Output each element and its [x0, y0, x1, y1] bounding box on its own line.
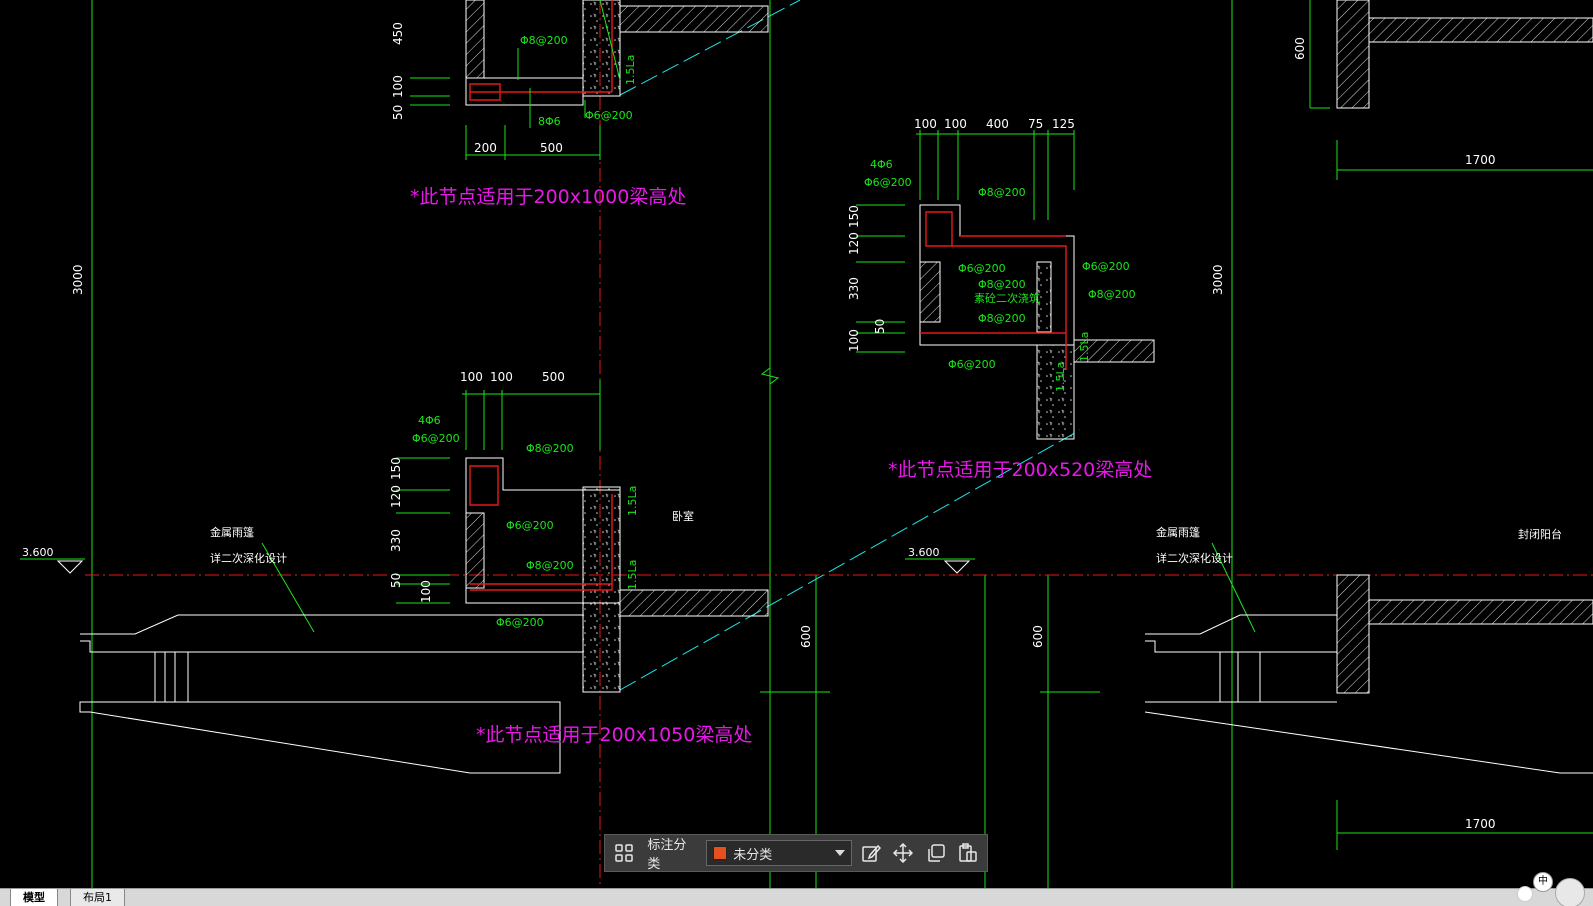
n2-dim-125: 125	[1052, 117, 1075, 131]
n2-dim-150: 150	[847, 205, 861, 228]
n3-dim-100a: 100	[460, 370, 483, 384]
n1-lap: 1.5La	[624, 55, 637, 85]
section-lines	[85, 0, 1593, 888]
elevation-mid: 3.600	[908, 546, 940, 559]
n1-rebar-b: 8Φ6	[538, 115, 561, 128]
chevron-down-icon	[834, 850, 845, 856]
node1-note: *此节点适用于200x1000梁高处	[410, 186, 686, 208]
n3-rebar-c: Φ8@200	[526, 442, 574, 455]
paste-icon[interactable]	[955, 839, 981, 867]
category-label: 标注分类	[647, 838, 687, 872]
n3-dim-100b: 100	[490, 370, 513, 384]
canopy-right-line1: 金属雨篷	[1156, 525, 1200, 539]
dim-600-mid2: 600	[1031, 625, 1045, 648]
n1-dim-450: 450	[391, 22, 405, 45]
concrete-sections	[582, 0, 1593, 694]
n3-rebar-e: Φ8@200	[526, 559, 574, 572]
category-color-swatch	[713, 846, 728, 860]
canopy-left-line2: 详二次深化设计	[210, 551, 287, 565]
n3-rebar-a: 4Φ6	[418, 414, 441, 427]
n2-dim-100c: 100	[847, 329, 861, 352]
break-line-symbol	[760, 367, 780, 385]
canopy-right-line2: 详二次深化设计	[1156, 551, 1233, 565]
edit-icon[interactable]	[858, 839, 884, 867]
elevation-left: 3.600	[22, 546, 54, 559]
n2-dim-400: 400	[986, 117, 1009, 131]
dim-600-mid1: 600	[799, 625, 813, 648]
ime-indicator[interactable]: 中	[1533, 872, 1553, 892]
category-select[interactable]: 未分类	[706, 840, 852, 866]
n2-dim-75: 75	[1028, 117, 1043, 131]
axis-lines	[20, 0, 1593, 888]
n2-lap: 1.5La	[1078, 332, 1091, 362]
n2-lap2: 1.5La	[1054, 362, 1067, 392]
n3-rebar-f: Φ6@200	[496, 616, 544, 629]
n2-rebar-f: 素砼二次浇筑	[974, 291, 1040, 305]
n1-dim-100: 100	[391, 75, 405, 98]
n3-dim-150: 150	[389, 457, 403, 480]
n3-dim-330: 330	[389, 529, 403, 552]
grid-icon[interactable]	[611, 839, 637, 867]
n2-dim-100a: 100	[914, 117, 937, 131]
status-tray: 中	[1513, 872, 1585, 906]
n2-dim-50: 50	[873, 319, 887, 334]
n2-rebar-i: Φ6@200	[1082, 260, 1130, 273]
n3-lap1: 1.5La	[626, 486, 639, 516]
n1-dim-500: 500	[540, 141, 563, 155]
stair-lines	[619, 0, 1081, 691]
n3-dim-500: 500	[542, 370, 565, 384]
closed-balcony-label: 封闭阳台	[1518, 527, 1562, 541]
n2-rebar-a: 4Φ6	[870, 158, 893, 171]
node3-note: *此节点适用于200x1050梁高处	[476, 724, 752, 746]
n3-rebar-b: Φ6@200	[412, 432, 460, 445]
move-icon[interactable]	[890, 839, 916, 867]
dim-1700-top: 1700	[1465, 153, 1496, 167]
n3-rebar-d: Φ6@200	[506, 519, 554, 532]
n2-rebar-h: Φ6@200	[948, 358, 996, 371]
canopy-outlines	[79, 614, 1593, 774]
n1-rebar-a: Φ8@200	[520, 34, 568, 47]
n2-rebar-d: Φ6@200	[958, 262, 1006, 275]
copy-icon[interactable]	[922, 839, 948, 867]
dim-3000-right: 3000	[1211, 264, 1225, 295]
n1-dim-200: 200	[474, 141, 497, 155]
n3-dim-50: 50	[389, 573, 403, 588]
n2-dim-120: 120	[847, 232, 861, 255]
layout-tabbar: 模型 布局1	[0, 888, 1593, 906]
elevation-markers	[56, 560, 971, 574]
n3-lap2: 1.5La	[626, 560, 639, 590]
magnifier-icon[interactable]	[1517, 886, 1533, 902]
category-value: 未分类	[733, 847, 773, 863]
room-bedroom-label: 卧室	[672, 509, 694, 523]
canopy-left-line1: 金属雨篷	[210, 525, 254, 539]
n2-rebar-j: Φ8@200	[1088, 288, 1136, 301]
assistant-avatar-icon[interactable]	[1555, 878, 1585, 906]
n3-dim-120: 120	[389, 485, 403, 508]
dim-600-top-right: 600	[1293, 37, 1307, 60]
n2-rebar-g: Φ8@200	[978, 312, 1026, 325]
n2-rebar-c: Φ8@200	[978, 186, 1026, 199]
n2-rebar-b: Φ6@200	[864, 176, 912, 189]
dim-3000-left: 3000	[71, 264, 85, 295]
n2-dim-330: 330	[847, 277, 861, 300]
node2-detail	[856, 130, 1075, 370]
n1-dim-50: 50	[391, 105, 405, 120]
dim-1700-bottom: 1700	[1465, 817, 1496, 831]
n2-rebar-e: Φ8@200	[978, 278, 1026, 291]
node3-detail	[261, 380, 1256, 633]
node2-note: *此节点适用于200x520梁高处	[888, 459, 1152, 481]
n2-dim-100b: 100	[944, 117, 967, 131]
n3-dim-100c: 100	[419, 580, 433, 603]
node1-detail	[410, 0, 621, 160]
annotation-toolbar: 标注分类 未分类	[604, 834, 988, 872]
n1-rebar-c: Φ6@200	[585, 109, 633, 122]
tab-model[interactable]: 模型	[10, 889, 58, 906]
tab-layout1[interactable]: 布局1	[70, 889, 125, 906]
